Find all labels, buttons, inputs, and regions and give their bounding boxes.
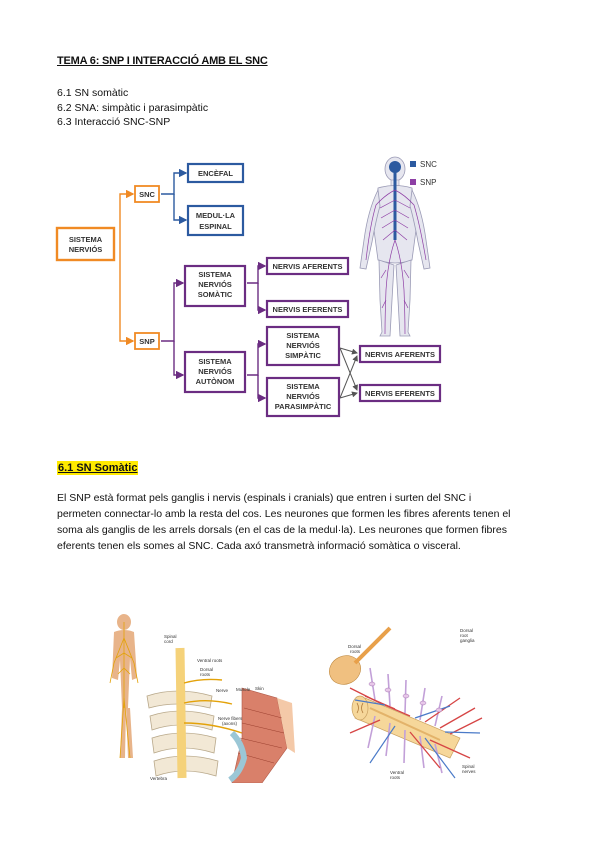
body-paragraph: El SNP està format pels ganglis i nervis… [57,490,547,554]
box-label: PARASIMPÀTIC [275,402,332,411]
caption: roots [200,672,211,677]
nervous-system-diagram: SISTEMA NERVIÓS SNC SNP ENCÈFAL MEDUL·LA… [55,156,442,418]
human-silhouette [109,614,139,759]
aferents-box: NERVIS AFERENTS [265,256,350,276]
somatic-box: SISTEMA NERVIÓS SOMÀTIC [183,264,247,308]
caption: Nerve [216,688,229,693]
caption: root [460,633,469,638]
body-line: soma als ganglis de les arrels dorsals (… [57,524,507,536]
box-label: SISTEMA [198,270,232,279]
box-label: NERVIÓS [69,245,103,254]
box-label: NERVIS EFERENTS [273,305,343,314]
box-label: SISTEMA [69,235,103,244]
medulla-box: MEDUL·LA ESPINAL [186,204,245,237]
legend-label: SNP [420,178,436,187]
caption: nerves [462,769,476,774]
toc-item: 6.2 SNA: simpàtic i parasimpàtic [57,101,209,114]
human-nervous-system-figure [359,156,431,337]
legend-swatch-snc [410,161,416,167]
caption: Ventral roots [197,658,223,663]
box-label: SISTEMA [286,331,320,340]
toc-item: 6.3 Interacció SNC-SNP [57,116,171,128]
autonom-box: SISTEMA NERVIÓS AUTÒNOM [183,350,247,394]
box-label: NERVIÓS [198,280,232,289]
caption: Dorsal [460,628,473,633]
caption: Vertebra [150,776,168,781]
page-title: TEMA 6: SNP I INTERACCIÓ AMB EL SNC [57,55,268,67]
legend-swatch-snp [410,179,416,185]
caption: roots [390,775,401,780]
caption: Muscle [236,687,251,692]
body-line: permeten connectar-lo amb la resta del c… [57,508,511,520]
box-label: SIMPÀTIC [285,351,321,360]
box-label: NERVIÓS [198,367,232,376]
caption: Nerve fibers [218,716,243,721]
caption: Ventral [390,770,404,775]
caption: cord [164,639,173,644]
legend: SNC SNP [410,160,437,187]
snp-box: SNP [134,332,160,350]
spinal-nerves-figure: Dorsal roots Dorsal root ganglia Ventral… [310,608,490,783]
encefal-box: ENCÈFAL [186,162,245,184]
box-label: SNP [139,337,154,346]
parasimpatic-box: SISTEMA NERVIÓS PARASIMPÀTIC [265,376,341,418]
box-label: SNC [139,190,155,199]
box-label: ENCÈFAL [198,169,233,178]
section-heading: 6.1 SN Somàtic [57,461,139,475]
box-label: NERVIÓS [286,392,320,401]
caption: Spinal [462,764,475,769]
box-label: NERVIS AFERENTS [272,262,342,271]
caption: Dorsal [348,644,361,649]
caption: roots [350,649,361,654]
caption: Skin [255,686,264,691]
box-label: NERVIÓS [286,341,320,350]
box-label: NERVIS EFERENTS [365,389,435,398]
box-label: SOMÀTIC [198,290,233,299]
table-of-contents: 6.1 SN somàtic 6.2 SNA: simpàtic i paras… [57,86,208,130]
spinal-cord-anatomy-figure: Spinal cord Ventral roots Dorsal roots N… [92,608,297,783]
eferents-autonom-box: NERVIS EFERENTS [358,383,442,403]
body-line: El SNP està format pels ganglis i nervis… [57,492,472,504]
box-label: SISTEMA [286,382,320,391]
aferents-autonom-box: NERVIS AFERENTS [358,344,442,364]
snc-box: SNC [134,185,160,203]
box-label: MEDUL·LA [196,211,236,220]
caption: (axons) [222,721,238,726]
legend-label: SNC [420,160,437,169]
sistema-nervios-box: SISTEMA NERVIÓS [55,226,116,262]
caption: Spinal [164,634,177,639]
caption: ganglia [460,638,475,643]
box-label: ESPINAL [199,222,232,231]
simpatic-box: SISTEMA NERVIÓS SIMPÀTIC [265,325,341,367]
eferents-box: NERVIS EFERENTS [265,299,350,319]
box-label: SISTEMA [198,357,232,366]
box-label: AUTÒNOM [196,377,235,386]
toc-item: 6.1 SN somàtic [57,87,129,99]
caption: Dorsal [200,667,213,672]
box-label: NERVIS AFERENTS [365,350,435,359]
body-line: eferents tenen els somes al SNC. Cada ax… [57,540,461,552]
